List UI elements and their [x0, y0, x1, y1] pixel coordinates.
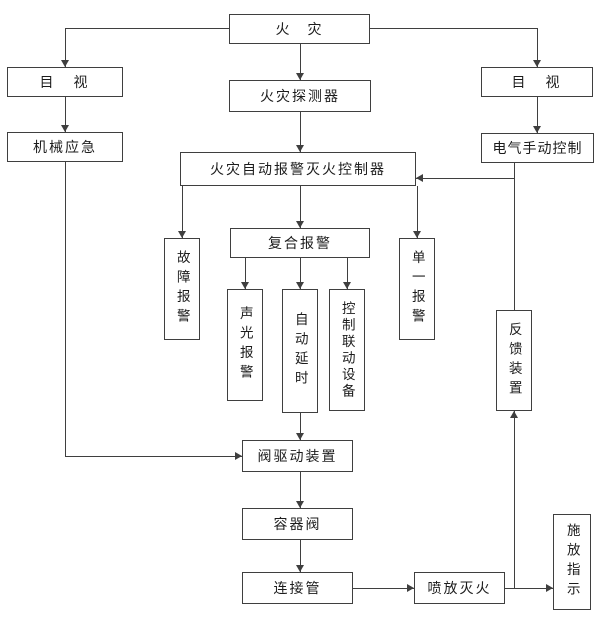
- node-fire-detector: 火灾探测器: [229, 80, 371, 112]
- arrowhead-icon: [533, 60, 541, 67]
- connector-line: [347, 258, 348, 291]
- connector-line: [182, 186, 183, 239]
- node-fault-alarm: 故障报警: [164, 238, 200, 340]
- connector-line: [300, 44, 301, 81]
- arrowhead-icon: [178, 231, 186, 238]
- node-linkage-equipment: 控制联动设备: [329, 289, 365, 411]
- node-compound-alarm: 复合报警: [230, 228, 370, 258]
- connector-line: [65, 456, 243, 457]
- node-alarm-controller: 火灾自动报警灭火控制器: [180, 152, 416, 186]
- connector-line: [300, 258, 301, 291]
- arrowhead-icon: [510, 411, 518, 418]
- node-fire: 火 灾: [229, 14, 370, 44]
- connector-line: [300, 413, 301, 441]
- connector-line: [65, 162, 66, 457]
- arrowhead-icon: [61, 125, 69, 132]
- connector-line: [537, 97, 538, 134]
- node-valve-drive: 阀驱动装置: [242, 440, 353, 472]
- arrowhead-icon: [296, 73, 304, 80]
- arrowhead-icon: [407, 584, 414, 592]
- connector-line: [300, 112, 301, 153]
- arrowhead-icon: [296, 221, 304, 228]
- connector-line: [300, 186, 301, 229]
- node-release-indicator: 施放指示: [553, 514, 591, 610]
- node-connecting-pipe: 连接管: [242, 572, 353, 604]
- connector-line: [300, 472, 301, 509]
- arrowhead-icon: [296, 501, 304, 508]
- connector-line: [505, 588, 554, 589]
- arrowhead-icon: [241, 282, 249, 289]
- connector-line: [353, 588, 415, 589]
- node-auto-delay: 自动延时: [282, 289, 318, 413]
- connector-line: [300, 540, 301, 573]
- arrowhead-icon: [296, 433, 304, 440]
- node-visual-right: 目 视: [481, 67, 593, 97]
- arrowhead-icon: [296, 565, 304, 572]
- arrowhead-icon: [296, 145, 304, 152]
- node-mechanical-emergency: 机械应急: [7, 132, 123, 162]
- arrowhead-icon: [343, 282, 351, 289]
- connector-line: [245, 258, 246, 291]
- arrowhead-icon: [235, 452, 242, 460]
- connector-line: [370, 28, 538, 29]
- connector-line: [514, 163, 515, 310]
- connector-line: [417, 186, 418, 239]
- connector-line: [65, 97, 66, 134]
- arrowhead-icon: [533, 126, 541, 133]
- connector-line: [65, 28, 230, 29]
- arrowhead-icon: [546, 584, 553, 592]
- connector-line: [416, 178, 515, 179]
- arrowhead-icon: [416, 174, 423, 182]
- node-spray-extinguish: 喷放灭火: [414, 572, 505, 604]
- node-electric-manual-control: 电气手动控制: [481, 133, 594, 163]
- node-sound-light-alarm: 声光报警: [227, 289, 263, 401]
- connector-line: [537, 28, 538, 68]
- arrowhead-icon: [61, 60, 69, 67]
- node-single-alarm: 单一报警: [399, 238, 435, 340]
- connector-line: [514, 411, 515, 589]
- arrowhead-icon: [296, 282, 304, 289]
- node-container-valve: 容器阀: [242, 508, 353, 540]
- connector-line: [65, 28, 66, 68]
- node-visual-left: 目 视: [7, 67, 123, 97]
- node-feedback-device: 反馈装置: [496, 310, 532, 411]
- arrowhead-icon: [413, 231, 421, 238]
